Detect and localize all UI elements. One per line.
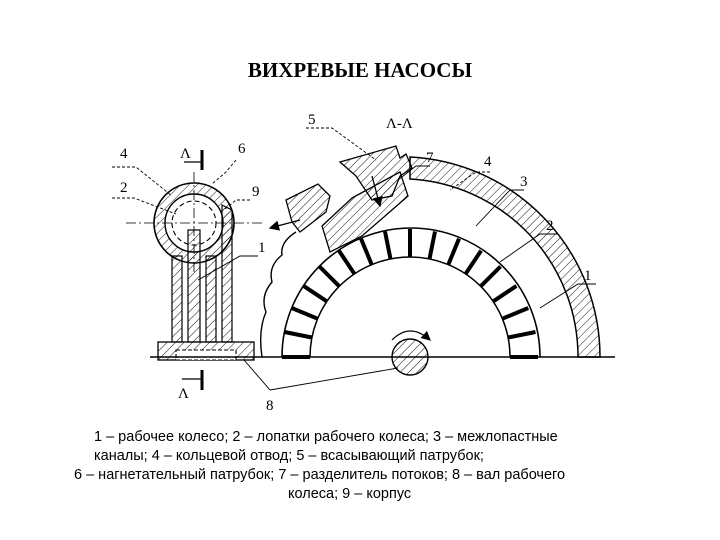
caption-line-3: 6 – нагнетательный патрубок; 7 – раздели… — [74, 467, 566, 483]
impeller-blade — [290, 306, 319, 321]
leader-2-left — [112, 197, 177, 215]
callout-2-right: 2 — [546, 218, 554, 234]
impeller-blade — [501, 306, 530, 321]
callout-4-right: 4 — [484, 154, 492, 170]
callout-1-left: 1 — [258, 240, 266, 256]
impeller-blade — [507, 330, 536, 340]
leader-8-a — [243, 359, 271, 391]
impeller-blade — [284, 330, 313, 340]
callout-4-left: 4 — [120, 146, 128, 162]
impeller-blade — [318, 265, 341, 288]
callout-2-left: 2 — [120, 180, 128, 196]
impeller-blades — [282, 229, 538, 359]
rotation-arrow — [391, 330, 431, 341]
impeller-blade — [427, 231, 437, 260]
right-front-view: Λ-Λ — [150, 116, 615, 376]
impeller-blade — [359, 237, 374, 266]
casing-wavy-contour — [259, 231, 297, 358]
leader-1-left — [197, 255, 258, 281]
caption-line-2: каналы; 4 – кольцевой отвод; 5 – всасыва… — [94, 448, 484, 464]
callout-6: 6 — [238, 141, 246, 157]
flow-arrow-suction — [371, 175, 383, 208]
flow-arrow-discharge — [268, 219, 301, 231]
cut-label-top: Λ — [180, 146, 191, 162]
legend-caption: 1 – рабочее колесо; 2 – лопатки рабочего… — [60, 428, 700, 504]
leader-8-b — [269, 367, 399, 391]
leader-2-right — [499, 233, 558, 263]
caption-line-4: колеса; 9 – корпус — [288, 486, 412, 502]
impeller-blade — [491, 284, 518, 304]
callout-9: 9 — [252, 184, 260, 200]
housing-right-wall — [205, 255, 217, 343]
casing-right-wall — [221, 204, 233, 343]
impeller-blade — [383, 231, 393, 260]
impeller-blade — [446, 237, 461, 266]
callout-numbers: 4 2 6 9 1 5 7 4 3 2 1 8 — [120, 112, 592, 414]
impeller-blade — [479, 265, 502, 288]
callout-8: 8 — [266, 398, 274, 414]
callout-3: 3 — [520, 174, 528, 190]
shaft-left-view — [175, 349, 237, 361]
leader-1-right — [539, 283, 596, 309]
leader-4-left — [112, 166, 173, 197]
impeller-blade — [302, 284, 329, 304]
page-title: ВИХРЕВЫЕ НАСОСЫ — [247, 58, 473, 82]
impeller-outer-arc — [281, 227, 541, 358]
suction-nozzle — [338, 145, 413, 201]
leader-4-right — [449, 171, 490, 191]
callout-7: 7 — [426, 150, 434, 166]
cut-label-bottom: Λ — [178, 386, 189, 402]
leader-7 — [397, 165, 430, 181]
caption-line-1: 1 – рабочее колесо; 2 – лопатки рабочего… — [94, 429, 558, 445]
housing-left-wall — [171, 255, 183, 343]
section-label: Λ-Λ — [386, 116, 413, 132]
leader-3 — [475, 189, 524, 227]
impeller-blade — [337, 249, 357, 276]
callout-5: 5 — [308, 112, 316, 128]
callout-1-right: 1 — [584, 268, 592, 284]
leader-5 — [306, 127, 377, 161]
left-section-view: Λ Λ — [126, 146, 262, 402]
callouts — [112, 127, 596, 391]
impeller-blade — [463, 249, 483, 276]
impeller-disk — [187, 229, 201, 343]
leader-6 — [211, 159, 237, 185]
